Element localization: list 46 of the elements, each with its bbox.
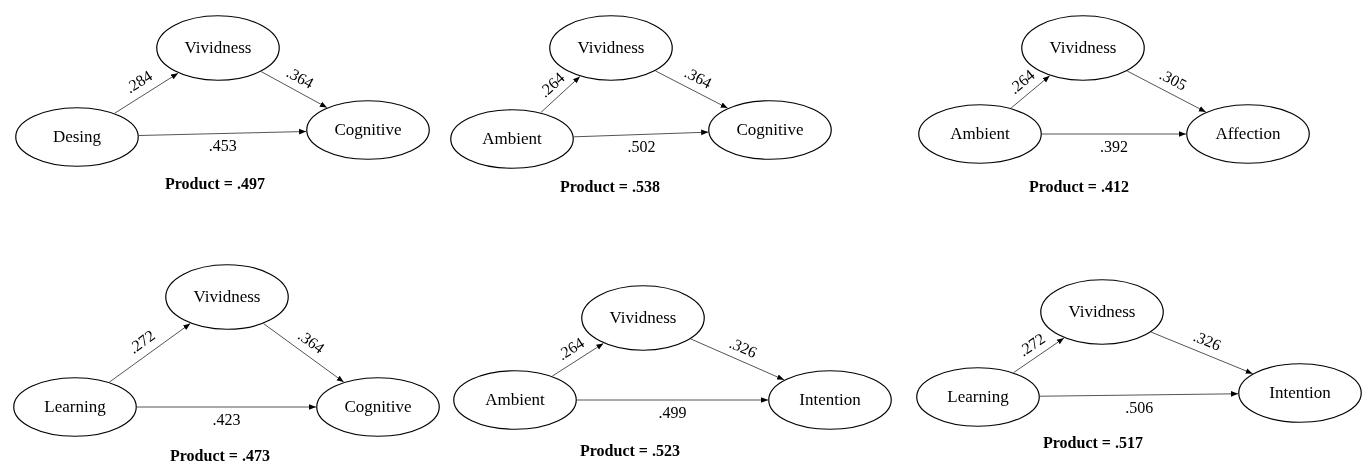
arrow: [1041, 131, 1187, 137]
node-label: Learning: [44, 397, 106, 417]
node-label: Vividness: [1068, 302, 1136, 322]
arrow: [1013, 337, 1065, 373]
product-note: Product = .412: [1029, 178, 1129, 196]
node-label: Ambient: [485, 390, 545, 410]
node-label: Vividness: [184, 38, 252, 58]
node-label: Cognitive: [344, 397, 412, 417]
arrow: [1039, 391, 1239, 397]
node-label: Cognitive: [334, 120, 402, 140]
node-label: Desing: [52, 127, 102, 147]
node-label: Vividness: [577, 38, 645, 58]
arrow: [1126, 70, 1207, 113]
product-note: Product = .517: [1043, 434, 1143, 452]
node-label: Vividness: [609, 308, 677, 328]
node-label: Intention: [1269, 383, 1331, 403]
edge-label: .423: [211, 412, 242, 428]
node-label: Vividness: [1049, 38, 1117, 58]
arrow: [655, 70, 729, 109]
node-label: Learning: [947, 387, 1009, 407]
arrow: [576, 397, 769, 403]
arrow: [136, 404, 317, 410]
node-label: Vividness: [193, 287, 261, 307]
edge-label: .392: [1099, 139, 1129, 155]
node-label: Intention: [799, 390, 861, 410]
node-label: Cognitive: [736, 120, 804, 140]
arrow: [114, 72, 179, 114]
arrow: [138, 128, 307, 136]
arrow: [573, 129, 709, 138]
arrow: [108, 323, 191, 383]
arrow: [1010, 75, 1051, 109]
node-label: Ambient: [482, 129, 542, 149]
arrow: [551, 342, 604, 377]
node-label: Affection: [1215, 124, 1281, 144]
edge-label: .506: [1124, 400, 1155, 416]
product-note: Product = .497: [165, 175, 265, 193]
arrow: [260, 71, 328, 109]
product-note: Product = .473: [170, 447, 270, 465]
arrow: [1150, 331, 1254, 375]
edge-label: .499: [657, 405, 688, 421]
product-note: Product = .538: [560, 178, 660, 196]
arrow: [540, 76, 581, 113]
arrow: [263, 323, 345, 383]
node-label: Ambient: [950, 124, 1010, 144]
product-note: Product = .523: [580, 442, 680, 460]
arrow: [690, 338, 785, 381]
